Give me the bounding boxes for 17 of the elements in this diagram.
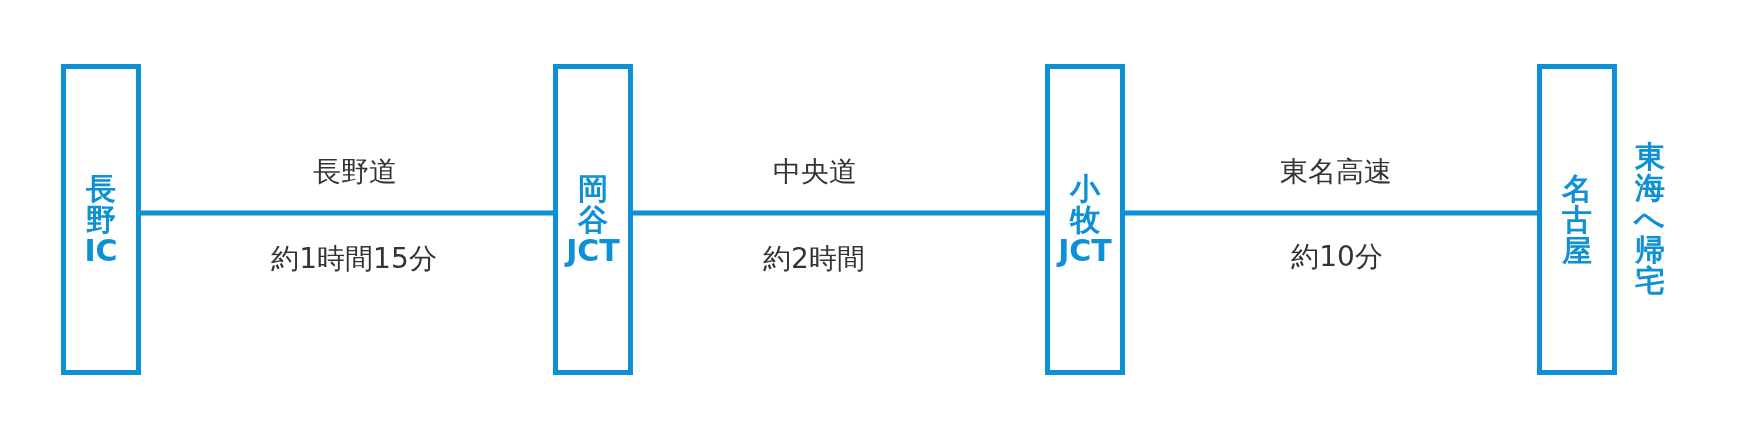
road-line [633,210,1045,216]
travel-time-label: 約1時間15分 [271,244,437,274]
travel-time-label: 約10分 [1291,242,1383,272]
road-name-label: 東名高速 [1280,157,1392,187]
road-line [1125,210,1537,216]
interchange-box [1045,64,1125,375]
interchange-label: 岡谷JCT [566,173,620,266]
road-name-label: 中央道 [773,157,857,187]
interchange-box [61,64,141,375]
interchange-label: 名古屋 [1562,173,1592,266]
road-name-label: 長野道 [313,157,397,187]
destination-label: 東海へ帰宅 [1634,141,1665,296]
travel-time-label: 約2時間 [763,244,865,274]
interchange-box [553,64,633,375]
interchange-label: 小牧JCT [1058,173,1112,266]
road-line [141,210,553,216]
interchange-label: 長野IC [84,173,118,266]
